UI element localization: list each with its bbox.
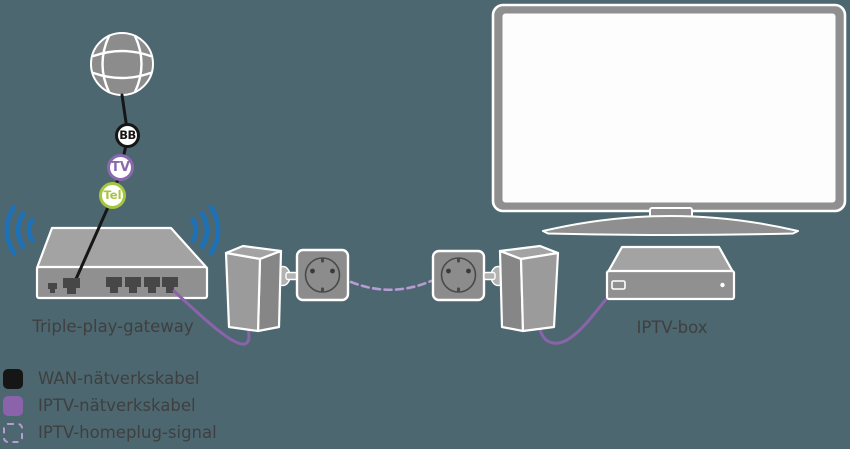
iptv-box-device [605,245,736,301]
gateway-device [35,226,209,300]
gateway-label: Triple-play-gateway [32,317,194,336]
wan-cable-swatch [3,368,23,389]
iptv-cable-swatch [3,395,23,416]
iptv-cable-adapter-to-box [538,294,611,345]
broadband-badge: BB [115,123,140,148]
iptv-box-label: IPTV-box [636,318,708,337]
telephony-badge: Tel [99,182,126,209]
legend-label: IPTV-nätverkskabel [38,396,196,415]
wall-outlet-1 [295,248,350,302]
gateway-ports [48,277,178,294]
wifi-waves-right-icon [190,204,221,256]
wall-outlet-2 [431,249,486,302]
tv-device [491,3,847,236]
homeplug-adapter-1 [224,244,298,333]
legend-item-iptv-cable: IPTV-nätverkskabel [3,392,217,419]
legend-item-wan: WAN-nätverkskabel [3,365,217,392]
legend: WAN-nätverkskabel IPTV-nätverkskabel IPT… [3,365,217,446]
homeplug-signal-dashed-line [349,279,433,292]
iptv-cable-gateway-to-adapter [172,289,251,346]
wifi-waves-left-icon [4,204,35,256]
legend-label: IPTV-homeplug-signal [38,423,217,442]
internet-globe-icon [90,32,154,96]
homeplug-signal-swatch [3,422,23,443]
tv-service-badge: TV [107,154,134,181]
legend-item-homeplug-signal: IPTV-homeplug-signal [3,419,217,446]
homeplug-adapter-2 [483,244,560,333]
legend-label: WAN-nätverkskabel [38,369,200,388]
